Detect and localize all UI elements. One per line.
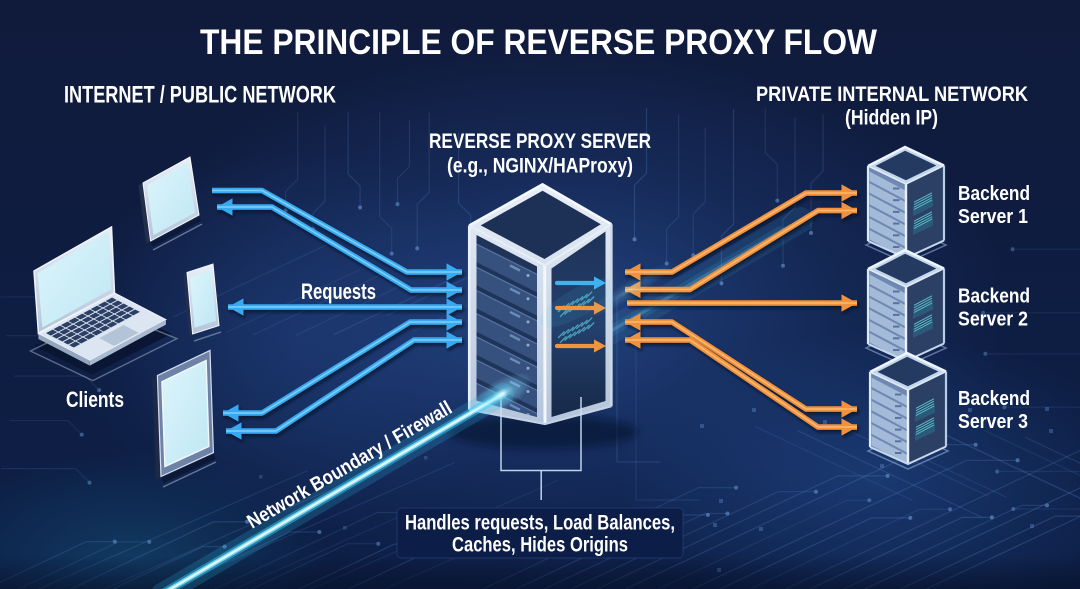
- svg-text:PRIVATE INTERNAL NETWORK: PRIVATE INTERNAL NETWORK: [756, 83, 1028, 106]
- svg-text:Clients: Clients: [66, 387, 124, 412]
- svg-text:Caches, Hides Origins: Caches, Hides Origins: [452, 533, 628, 557]
- svg-text:Server 3: Server 3: [958, 411, 1028, 433]
- svg-text:Server 2: Server 2: [958, 309, 1028, 331]
- svg-text:Backend: Backend: [958, 286, 1030, 308]
- svg-text:Requests: Requests: [301, 279, 376, 304]
- svg-text:(e.g., NGINX/HAProxy): (e.g., NGINX/HAProxy): [447, 155, 633, 178]
- svg-text:Backend: Backend: [958, 388, 1030, 410]
- svg-text:REVERSE PROXY SERVER: REVERSE PROXY SERVER: [429, 130, 651, 153]
- svg-text:(Hidden IP): (Hidden IP): [845, 107, 938, 130]
- svg-text:THE PRINCIPLE OF REVERSE PROXY: THE PRINCIPLE OF REVERSE PROXY FLOW: [200, 23, 877, 62]
- svg-text:Server 1: Server 1: [958, 206, 1028, 228]
- svg-text:Backend: Backend: [958, 183, 1030, 205]
- svg-text:INTERNET / PUBLIC NETWORK: INTERNET / PUBLIC NETWORK: [64, 82, 336, 109]
- svg-text:Handles requests, Load Balance: Handles requests, Load Balances,: [405, 511, 675, 535]
